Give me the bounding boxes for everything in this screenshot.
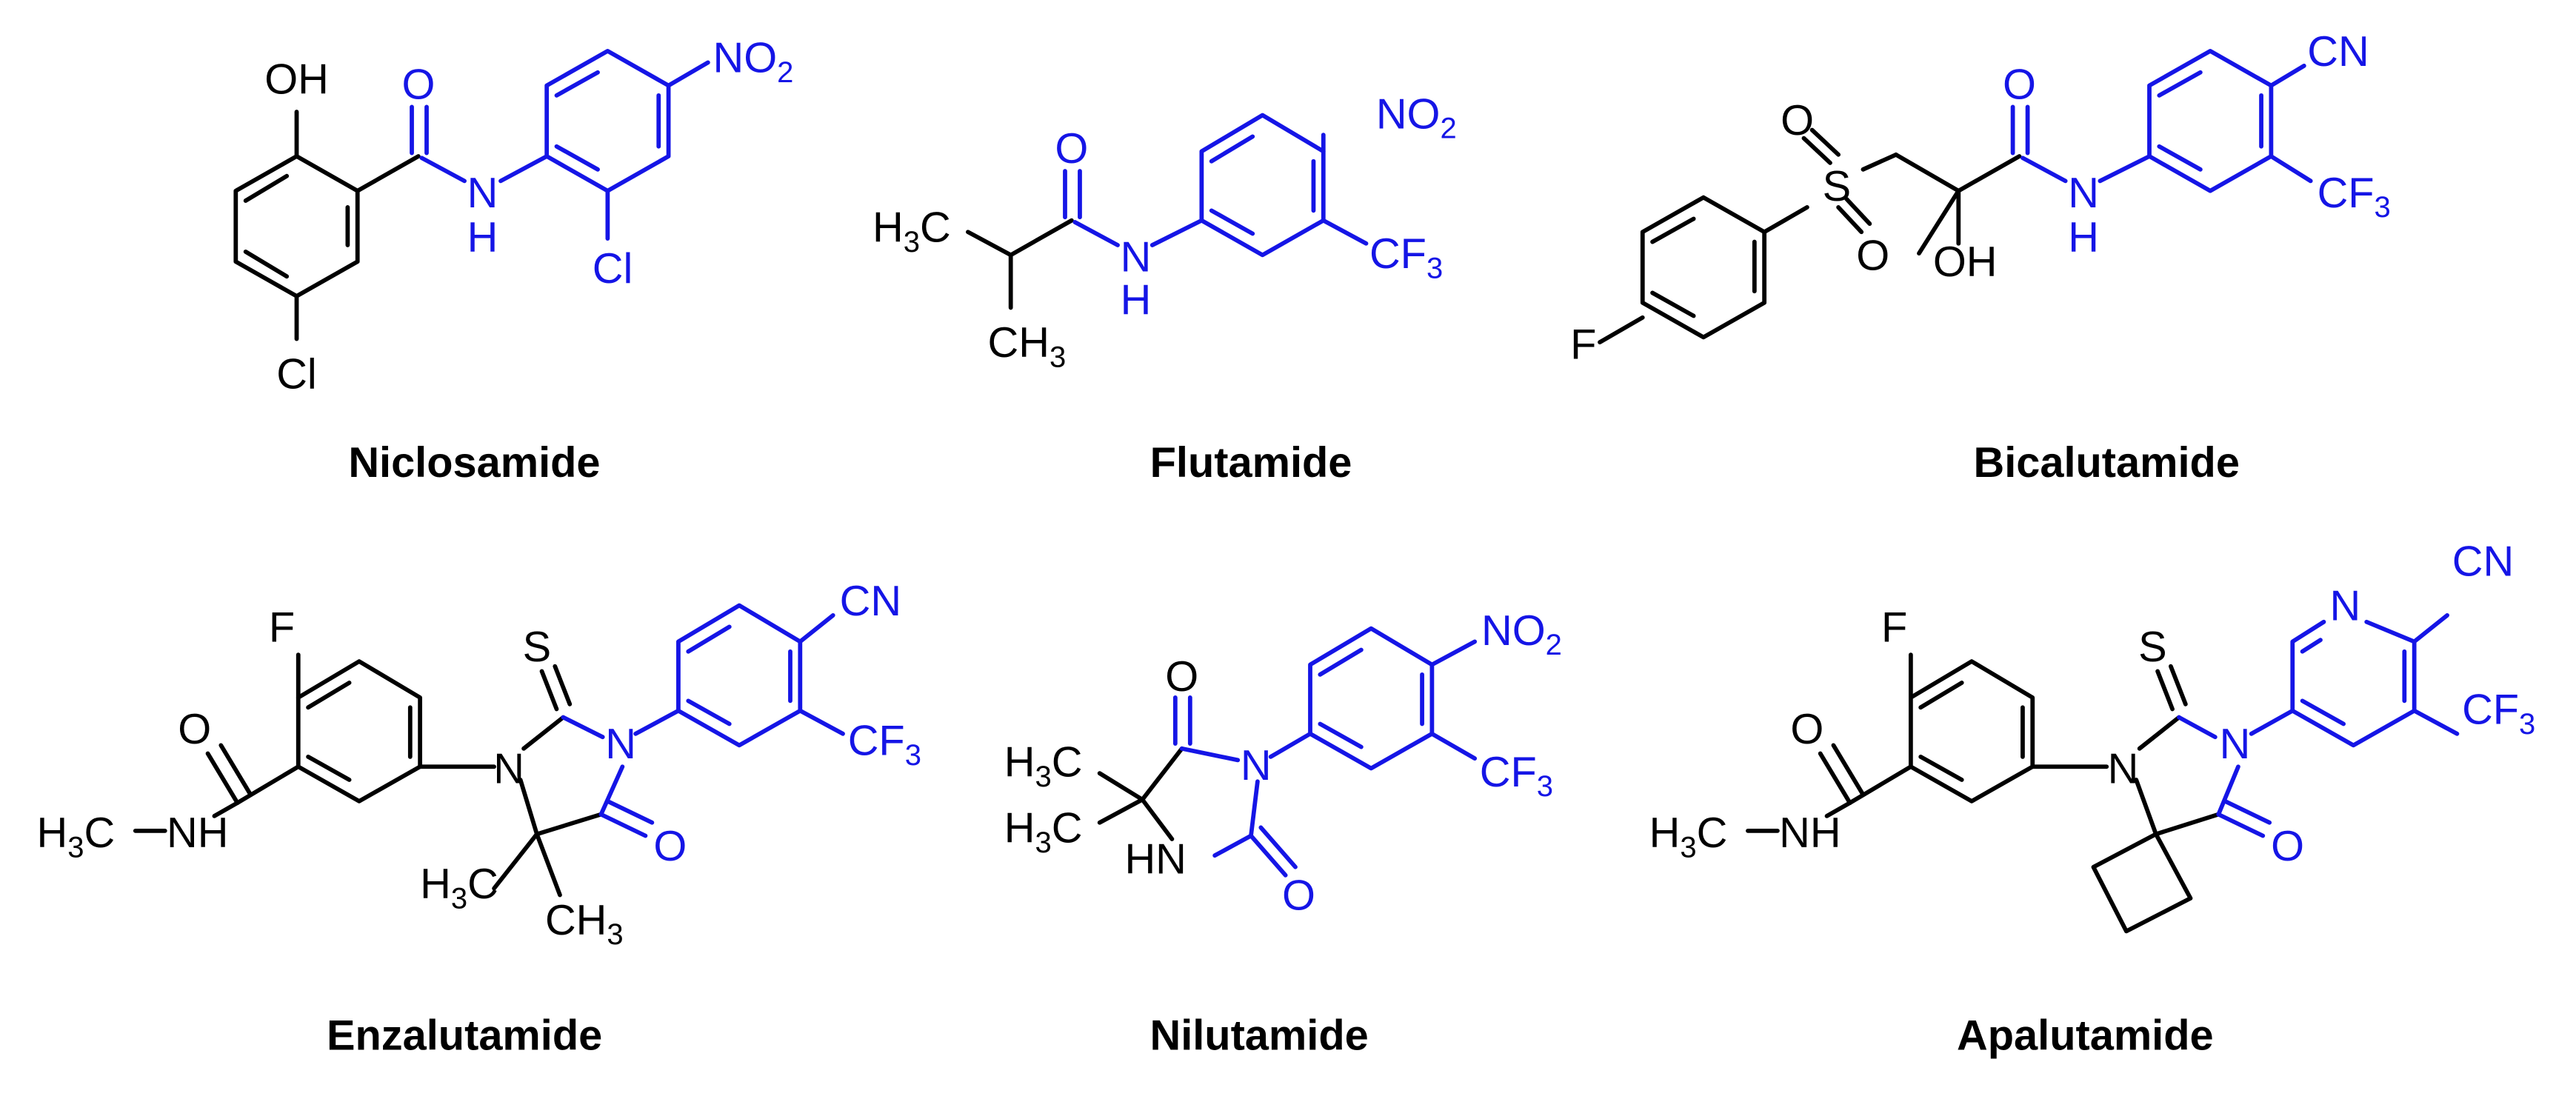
apalutamide-atom-labels: F O H3C NH S N N O N CN CF3 (1649, 538, 2536, 870)
enzalutamide-ring-o-label: O (653, 823, 687, 870)
enzalutamide-f-label: F (269, 604, 295, 651)
enzalutamide-black-bonds (133, 652, 604, 898)
flutamide-blue-bonds (1063, 113, 1369, 258)
niclosamide-caption: Niclosamide (348, 439, 600, 487)
bicalutamide-black-bonds (1598, 127, 2022, 344)
flutamide-h3c-label: H3C (872, 204, 951, 258)
niclosamide-carbonyl-o-label: O (401, 61, 435, 108)
nilutamide-no2-label: NO2 (1481, 607, 1562, 661)
niclosamide-amide-n-label: N (467, 170, 498, 217)
bicalutamide-s-label: S (1823, 163, 1852, 210)
bicalutamide-atom-labels: F S O O OH O N H CN CF3 (1570, 28, 2391, 368)
apalutamide-nh-label: NH (1779, 809, 1841, 857)
nilutamide-atom-labels: O H3C H3C HN N O NO2 CF3 (1004, 607, 1562, 920)
bicalutamide-oh-label: OH (1933, 238, 1998, 286)
bicalutamide-structure: F S O O OH O N H CN CF3 Bicalutamide (1570, 28, 2391, 487)
enzalutamide-ch3-label: CH3 (545, 897, 624, 951)
enzalutamide-h3c-label: H3C (37, 809, 116, 864)
apalutamide-black-bonds (1746, 652, 2221, 934)
nilutamide-blue-bonds (1172, 626, 1478, 878)
flutamide-carbonyl-o-label: O (1055, 125, 1088, 173)
niclosamide-no2-label: NO2 (713, 35, 794, 89)
apalutamide-n2-label: N (2220, 721, 2251, 768)
bicalutamide-caption: Bicalutamide (1973, 439, 2239, 487)
bicalutamide-amide-h-label: H (2068, 214, 2099, 261)
apalutamide-ring-o-label: O (2271, 823, 2304, 870)
bicalutamide-sulfonyl-o-bottom-label: O (1856, 232, 1889, 279)
niclosamide-amide-h-label: H (467, 214, 498, 261)
nilutamide-caption: Nilutamide (1150, 1012, 1369, 1059)
enzalutamide-cf3-label: CF3 (848, 718, 921, 772)
enzalutamide-s-label: S (523, 624, 552, 671)
apalutamide-structure: F O H3C NH S N N O N CN CF3 Apalutamide (1649, 538, 2536, 1060)
flutamide-cf3-label: CF3 (1369, 230, 1443, 284)
flutamide-structure: H3C CH3 O N H NO2 CF3 Flutamide (872, 90, 1457, 487)
enzalutamide-h3c2-label: H3C (420, 861, 498, 915)
bicalutamide-amide-n-label: N (2068, 170, 2099, 217)
nilutamide-carbonyl-o-top-label: O (1165, 653, 1198, 701)
bicalutamide-cn-label: CN (2307, 28, 2369, 76)
niclosamide-oh-label: OH (264, 56, 329, 104)
apalutamide-cf3-label: CF3 (2462, 686, 2535, 740)
nilutamide-cf3-label: CF3 (1480, 749, 1553, 803)
flutamide-ch3-label: CH3 (988, 319, 1067, 373)
bicalutamide-cf3-label: CF3 (2318, 170, 2391, 224)
nilutamide-h3c-a-label: H3C (1004, 739, 1083, 793)
niclosamide-atom-labels: OH O N H NO2 Cl Cl (264, 35, 793, 398)
enzalutamide-structure: F O H3C NH S N N O H3C CH3 CN CF3 Enzalu… (37, 578, 921, 1059)
bicalutamide-blue-bonds (2010, 48, 2313, 193)
enzalutamide-blue-bonds (561, 603, 845, 838)
enzalutamide-n1-label: N (493, 745, 524, 792)
flutamide-caption: Flutamide (1150, 439, 1352, 487)
nilutamide-hn-label: HN (1124, 836, 1186, 883)
apalutamide-f-label: F (1881, 604, 1907, 651)
enzalutamide-caption: Enzalutamide (327, 1012, 602, 1059)
flutamide-atom-labels: H3C CH3 O N H NO2 CF3 (872, 90, 1457, 373)
enzalutamide-nh-label: NH (167, 809, 228, 857)
niclosamide-structure: OH O N H NO2 Cl Cl Niclosamide (233, 35, 793, 487)
nilutamide-carbonyl-o-bottom-label: O (1282, 872, 1315, 920)
niclosamide-cl-label: Cl (276, 350, 317, 398)
apalutamide-amide-o-label: O (1790, 706, 1823, 753)
nilutamide-structure: O H3C H3C HN N O NO2 CF3 Nilutamide (1004, 607, 1562, 1060)
nilutamide-black-bonds (1097, 746, 1184, 841)
flutamide-black-bonds (966, 218, 1074, 310)
apalutamide-blue-bonds (2177, 612, 2460, 838)
apalutamide-h3c-label: H3C (1649, 809, 1728, 864)
apalutamide-s-label: S (2138, 624, 2167, 671)
flutamide-no2-label: NO2 (1376, 90, 1457, 144)
enzalutamide-atom-labels: F O H3C NH S N N O H3C CH3 CN CF3 (37, 578, 921, 951)
niclosamide-blue-bonds (410, 48, 710, 241)
bicalutamide-sulfonyl-o-top-label: O (1781, 97, 1814, 144)
flutamide-amide-h-label: H (1121, 276, 1152, 324)
bicalutamide-carbonyl-o-label: O (2003, 61, 2036, 108)
nilutamide-n-label: N (1241, 742, 1272, 789)
flutamide-amide-n-label: N (1121, 234, 1152, 281)
enzalutamide-n2-label: N (605, 721, 636, 768)
niclosamide-black-bonds (233, 110, 421, 341)
niclosamide-cl-ring-label: Cl (593, 245, 633, 293)
apalutamide-n1-label: N (2108, 745, 2139, 792)
enzalutamide-amide-o-label: O (178, 706, 211, 753)
apalutamide-caption: Apalutamide (1957, 1012, 2214, 1059)
apalutamide-pyridine-n-label: N (2329, 583, 2360, 630)
apalutamide-cn-label: CN (2452, 538, 2514, 586)
enzalutamide-cn-label: CN (840, 578, 901, 625)
bicalutamide-f-label: F (1570, 321, 1596, 368)
nilutamide-h3c-b-label: H3C (1004, 804, 1083, 858)
